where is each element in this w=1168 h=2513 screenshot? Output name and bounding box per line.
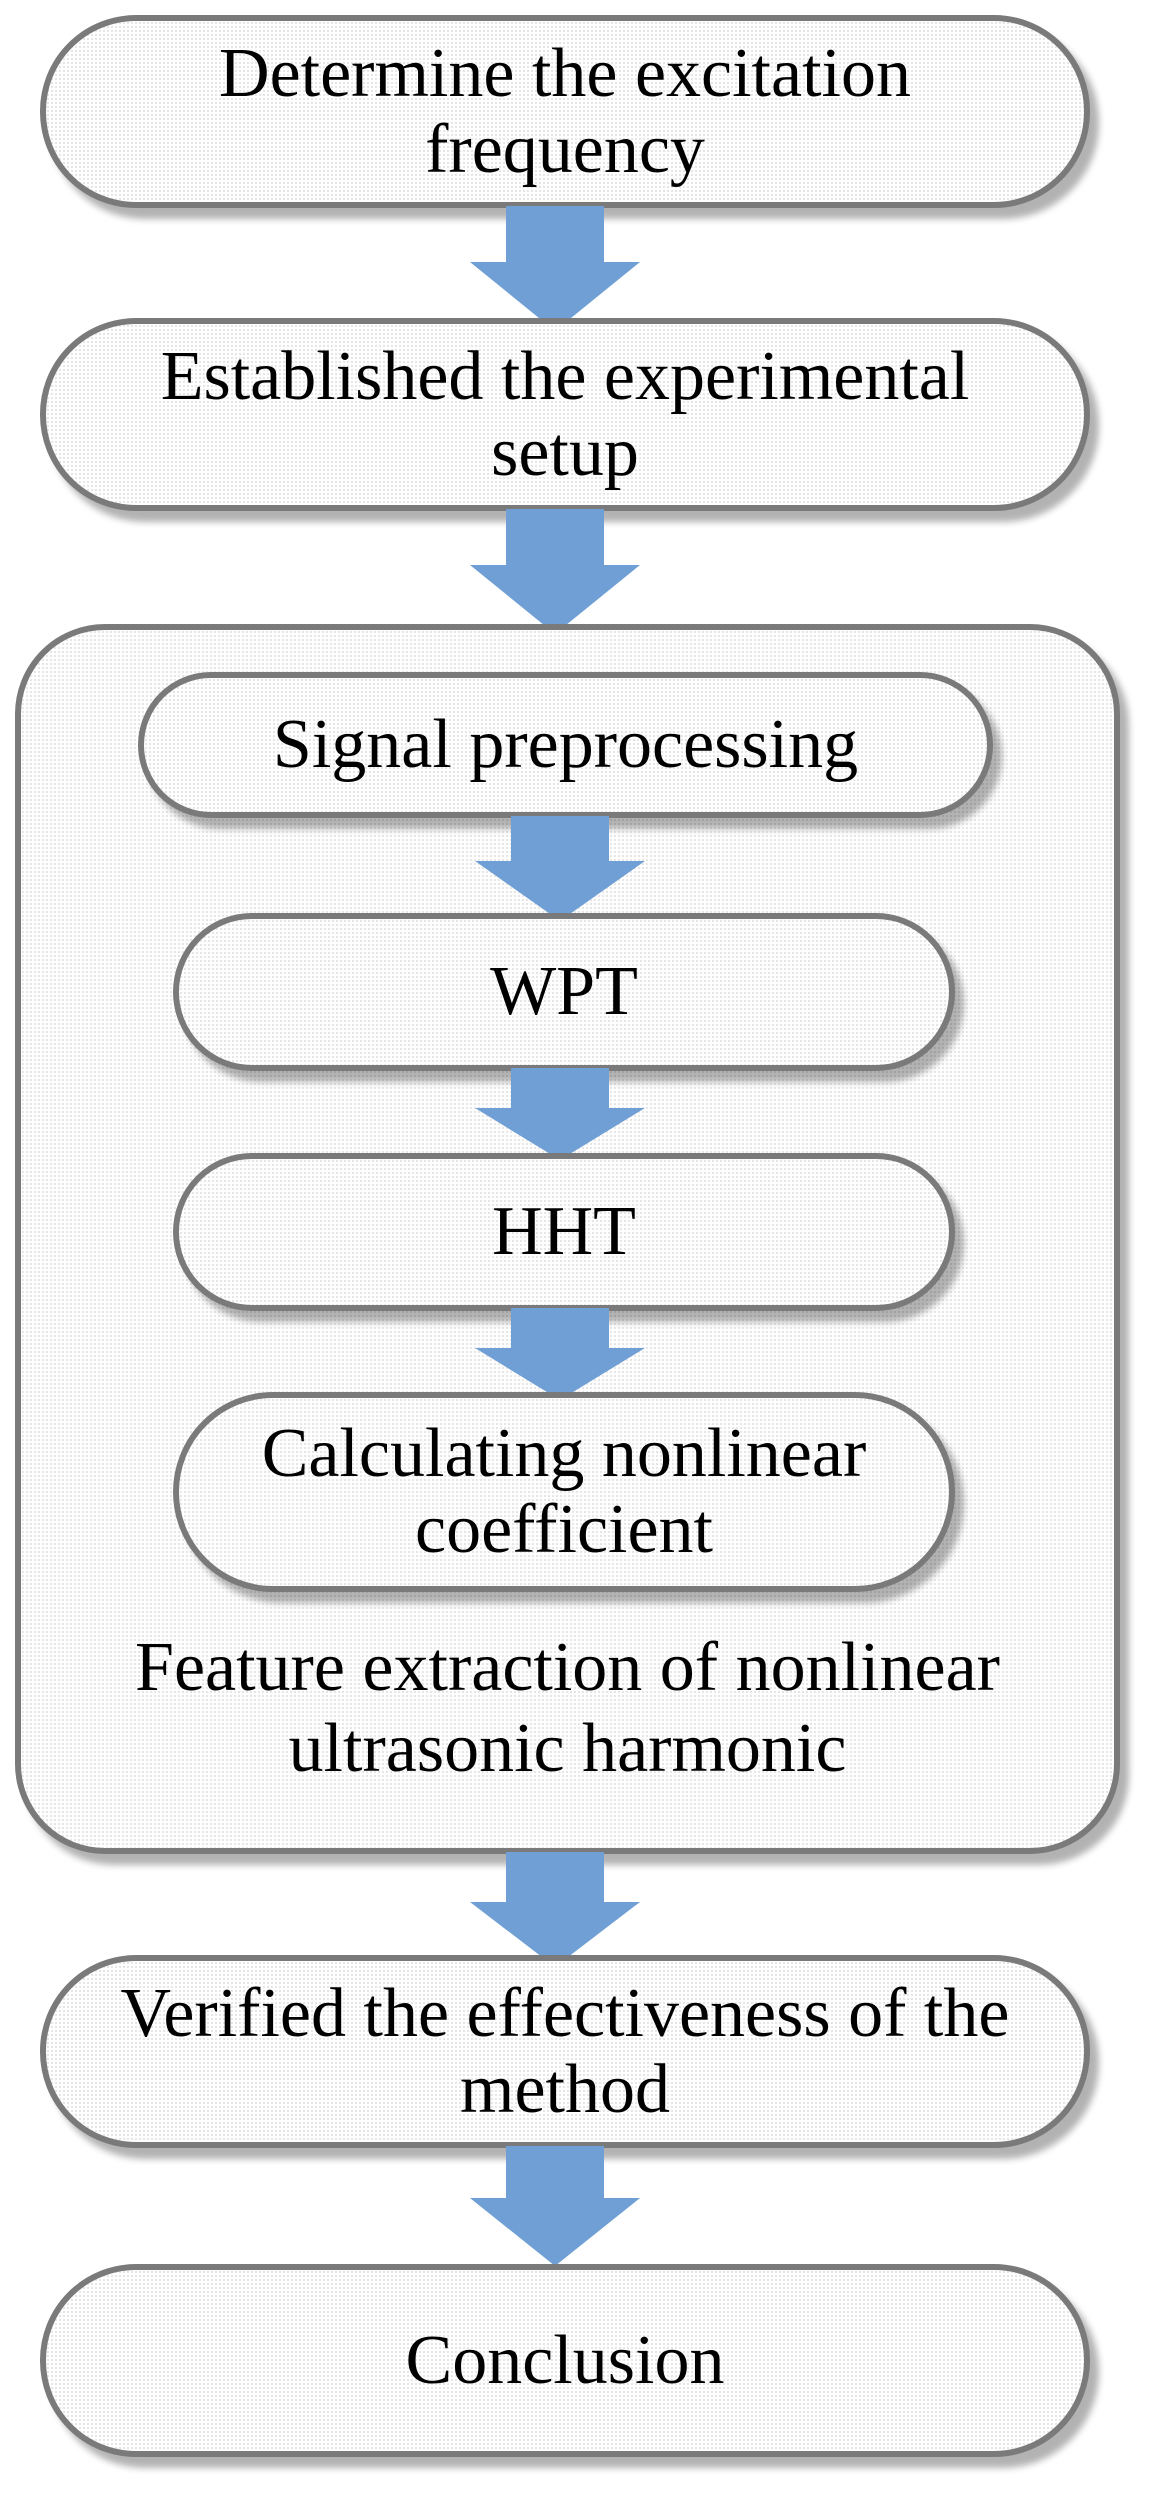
arrow-down-icon — [470, 1852, 640, 1967]
step-conclusion-label: Conclusion — [405, 2321, 725, 2399]
arrow-down-icon — [475, 1308, 645, 1400]
substep-wpt: WPT — [173, 913, 955, 1071]
substep-signal-preprocessing-label: Signal preprocessing — [272, 706, 859, 784]
step-determine-frequency: Determine the excitation frequency — [40, 15, 1090, 208]
substep-hht-label: HHT — [492, 1193, 636, 1271]
arrow-down-icon — [475, 816, 645, 921]
step-experimental-setup-label: Established the experimental setup — [160, 337, 970, 491]
step-determine-frequency-label: Determine the excitation frequency — [219, 34, 911, 188]
arrow-down-icon — [475, 1068, 645, 1160]
substep-nonlinear-coefficient: Calculating nonlinear coefficient — [173, 1392, 955, 1592]
arrow-down-icon — [470, 509, 640, 634]
step-experimental-setup: Established the experimental setup — [40, 318, 1090, 511]
substep-wpt-label: WPT — [490, 953, 638, 1031]
step-verify-effectiveness-label: Verified the effectiveness of the method — [120, 1974, 1010, 2128]
arrow-down-icon — [470, 2146, 640, 2266]
substep-nonlinear-coefficient-label: Calculating nonlinear coefficient — [261, 1415, 867, 1568]
feature-extraction-label: Feature extraction of nonlinear ultrason… — [135, 1629, 1000, 1787]
substep-signal-preprocessing: Signal preprocessing — [138, 672, 993, 818]
substep-hht: HHT — [173, 1153, 955, 1311]
arrow-down-icon — [470, 206, 640, 331]
step-conclusion: Conclusion — [40, 2264, 1090, 2457]
step-verify-effectiveness: Verified the effectiveness of the method — [40, 1955, 1090, 2148]
